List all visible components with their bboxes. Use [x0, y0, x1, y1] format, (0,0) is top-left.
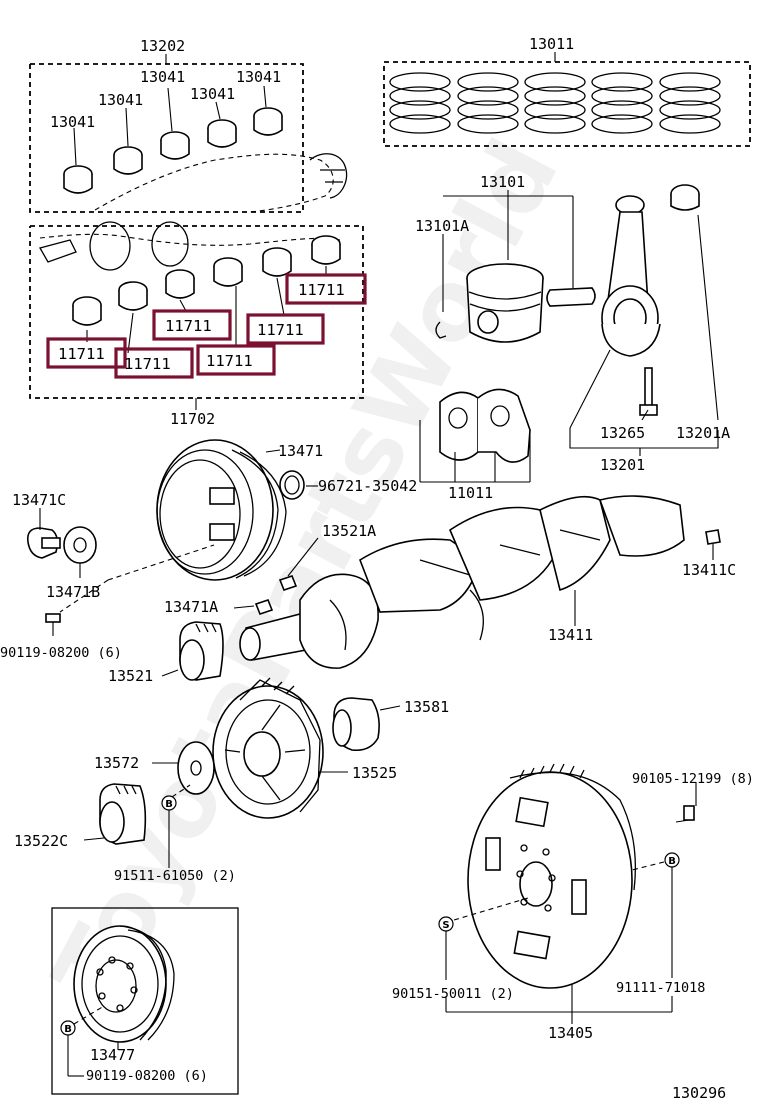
keys	[233, 529, 721, 615]
label-13521A: 13521A	[322, 522, 376, 540]
label-11711[interactable]: 11711	[257, 321, 304, 339]
label-13041: 13041	[236, 68, 281, 86]
label-13522C: 13522C	[14, 832, 68, 850]
highlight-box[interactable]	[152, 309, 232, 341]
highlight-box[interactable]	[285, 273, 367, 305]
piston-assembly	[435, 190, 596, 343]
lower-bearing-shell	[72, 235, 341, 326]
highlight-box[interactable]	[114, 347, 194, 379]
highlight-box[interactable]	[196, 344, 276, 376]
label-13471C: 13471C	[12, 491, 66, 509]
highlight-boxes	[46, 273, 367, 379]
label-13525: 13525	[352, 764, 397, 782]
label-13265: 13265	[600, 424, 645, 442]
svg-text:B: B	[668, 856, 676, 867]
label-90105-12199: 90105-12199 (8)	[632, 771, 754, 787]
connecting-rod	[569, 184, 719, 456]
label-11711[interactable]: 11711	[165, 317, 212, 335]
label-96721-35042: 96721-35042	[318, 477, 417, 495]
drive-plate	[445, 763, 697, 1024]
label-13041: 13041	[140, 68, 185, 86]
label-13572: 13572	[94, 754, 139, 772]
label-13521: 13521	[108, 667, 153, 685]
marker-b-2: B	[631, 852, 680, 978]
diagram-number: 130296	[672, 1084, 726, 1102]
label-90119-08200: 90119-08200 (6)	[86, 1068, 208, 1084]
svg-text:S: S	[442, 920, 449, 931]
label-13411C: 13411C	[682, 561, 736, 579]
label-11711[interactable]: 11711	[58, 345, 105, 363]
label-13202: 13202	[140, 37, 185, 55]
crankshaft-timing-gear	[161, 621, 224, 681]
label-13101: 13101	[480, 173, 525, 191]
crankshaft-position-plate	[152, 741, 215, 795]
lower-bearing-group	[29, 221, 364, 410]
label-13411: 13411	[548, 626, 593, 644]
label-13041: 13041	[190, 85, 235, 103]
label-13011: 13011	[529, 35, 574, 53]
crankshaft-pulley	[156, 439, 318, 581]
label-11711[interactable]: 11711	[124, 355, 171, 373]
label-13471: 13471	[278, 442, 323, 460]
marker-s: S	[438, 897, 529, 980]
marker-b-1: B	[161, 784, 191, 868]
label-11011: 11011	[448, 484, 493, 502]
label-91111-71018: 91111-71018	[616, 980, 705, 996]
label-11702: 11702	[170, 410, 215, 428]
svg-text:B: B	[165, 799, 173, 810]
crankshaft-pulley-hub: B	[51, 907, 239, 1095]
label-13477: 13477	[90, 1046, 135, 1064]
label-13041: 13041	[50, 113, 95, 131]
label-91511-61050: 91511-61050 (2)	[114, 868, 236, 884]
pulley-bolt-washer	[26, 508, 215, 636]
label-13471B: 13471B	[46, 583, 100, 601]
label-13041: 13041	[98, 91, 143, 109]
label-11711[interactable]: 11711	[298, 281, 345, 299]
highlight-box[interactable]	[246, 313, 325, 345]
label-13201A: 13201A	[676, 424, 730, 442]
upper-bearing-group	[29, 54, 348, 213]
label-90119-08200: 90119-08200 (6)	[0, 645, 122, 661]
crankshaft	[239, 495, 685, 669]
label-13101A: 13101A	[415, 217, 469, 235]
timing-gear-lower	[83, 783, 147, 845]
crankshaft-spacer	[332, 697, 401, 752]
thrust-washers	[419, 388, 531, 483]
piston-ring-set	[383, 52, 751, 147]
upper-bearing-shell	[63, 107, 283, 194]
part-labels: 13202 13011 13041 13041 13041 13041 1304…	[0, 35, 754, 1102]
svg-text:B: B	[64, 1024, 72, 1035]
label-13201: 13201	[600, 456, 645, 474]
label-11711[interactable]: 11711	[206, 352, 253, 370]
label-90151-50011: 90151-50011 (2)	[392, 986, 514, 1002]
label-13471A: 13471A	[164, 598, 218, 616]
label-13405: 13405	[548, 1024, 593, 1042]
label-13581: 13581	[404, 698, 449, 716]
harmonic-balancer	[212, 677, 348, 819]
highlight-box[interactable]	[46, 337, 127, 369]
